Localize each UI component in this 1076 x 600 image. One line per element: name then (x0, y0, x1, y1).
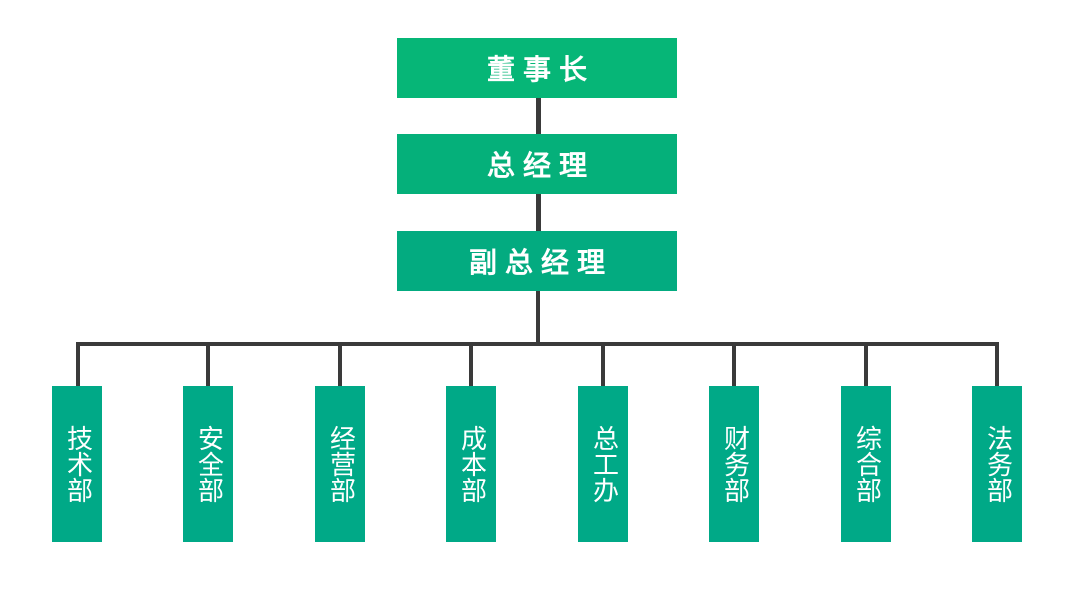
connector-drop-1 (76, 342, 80, 386)
dept-box-technology: 技术部 (52, 386, 102, 542)
connector-drop-2 (206, 342, 210, 386)
dept-box-general-affairs: 综合部 (841, 386, 891, 542)
dept-box-operations: 经营部 (315, 386, 365, 542)
chairman-box: 董事长 (397, 38, 677, 98)
connector-drop-7 (864, 342, 868, 386)
deputy-general-manager-box: 副总经理 (397, 231, 677, 291)
connector-drop-4 (469, 342, 473, 386)
connector-deputy-bus (536, 291, 540, 344)
dept-box-finance: 财务部 (709, 386, 759, 542)
general-manager-box: 总经理 (397, 134, 677, 194)
dept-box-safety: 安全部 (183, 386, 233, 542)
connector-drop-5 (601, 342, 605, 386)
dept-box-cost: 成本部 (446, 386, 496, 542)
connector-chairman-gm (536, 98, 541, 134)
connector-drop-3 (338, 342, 342, 386)
dept-box-chief-engineer-office: 总工办 (578, 386, 628, 542)
connector-horizontal-bus (76, 342, 999, 346)
connector-drop-8 (995, 342, 999, 386)
connector-drop-6 (732, 342, 736, 386)
connector-gm-deputy (536, 194, 541, 231)
dept-box-legal: 法务部 (972, 386, 1022, 542)
